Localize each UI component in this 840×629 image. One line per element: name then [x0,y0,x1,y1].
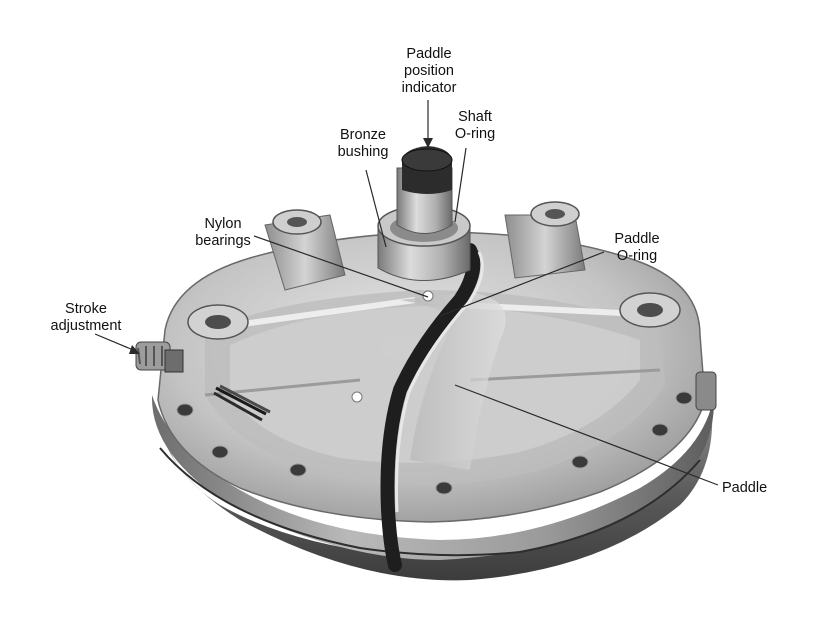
label-stroke-adjustment: Stroke adjustment [42,301,130,335]
leader-lines [94,100,719,486]
label-paddle-o-ring: Paddle O-ring [606,231,668,265]
label-line: bushing [337,144,389,160]
label-paddle-position-indicator: Paddle position indicator [391,46,467,97]
label-shaft-o-ring: Shaft O-ring [449,109,501,143]
nylon-bearing-dot-lower [351,391,363,403]
label-line: indicator [401,80,457,96]
leader-nylon-bearings [253,235,429,298]
shaft [396,146,453,234]
leader-paddle-o-ring [439,251,605,317]
label-line: Paddle [406,46,452,62]
label-nylon-bearings: Nylon bearings [190,216,256,250]
paddle-seal [380,243,484,572]
label-line: Paddle [614,231,660,247]
base-housing [151,395,715,581]
mounting-bosses [187,201,681,340]
label-paddle: Paddle [722,480,782,497]
stroke-adjustment-screw [135,341,184,373]
label-bronze-bushing: Bronze bushing [330,127,396,161]
side-fitting [695,371,717,411]
leader-bronze-bushing [365,169,387,248]
leader-paddle [454,384,719,486]
arrow-stroke-adjustment [129,345,140,354]
label-line: Bronze [340,127,386,143]
label-line: O-ring [454,126,496,142]
label-line: Paddle [722,480,768,496]
threaded-stud [213,384,271,422]
label-line: Nylon [204,216,242,232]
label-line: Stroke [65,301,107,317]
leader-shaft-o-ring [454,147,467,223]
paddle-vane [400,292,506,470]
nylon-bearing-dot [422,290,434,302]
label-line: bearings [195,233,251,249]
label-line: Shaft [458,109,492,125]
label-line: position [404,63,454,79]
arrow-paddle-position [423,138,433,148]
label-line: O-ring [616,248,658,264]
rim-bolts [176,391,693,495]
label-line: adjustment [50,318,122,334]
